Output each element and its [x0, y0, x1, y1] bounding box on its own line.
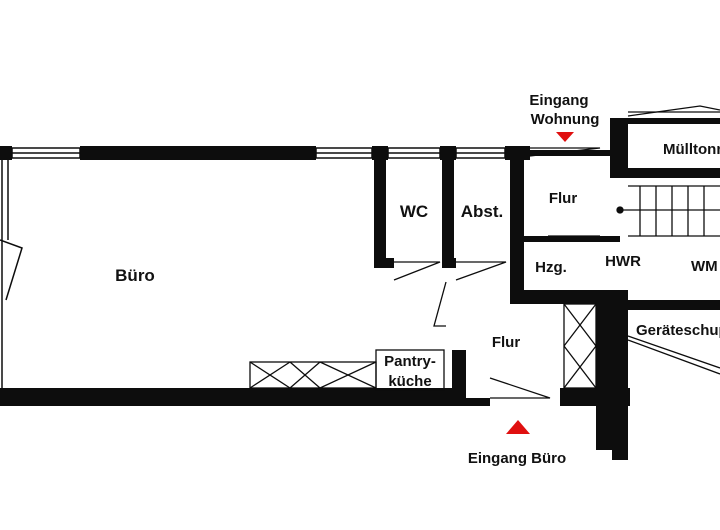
wc-left-wall: [374, 158, 386, 268]
room-label-wm: WM: [691, 258, 718, 275]
room-label-flur-bottom: Flur: [492, 334, 520, 351]
flur-hwr-divider: [524, 236, 620, 242]
top-wall-left: [0, 146, 12, 160]
muell-bottom-wall: [610, 168, 720, 178]
shed-lines: [627, 335, 720, 375]
entrance-label-wohnung-1: Eingang: [529, 92, 588, 109]
bottom-wall: [0, 388, 455, 406]
top-wall-stub-2: [440, 146, 456, 160]
pantry-wall: [452, 350, 466, 402]
muell-top-wall: [610, 118, 720, 124]
muell-roof: [627, 105, 720, 117]
left-side-window: [0, 160, 23, 388]
room-label-flur-top: Flur: [549, 190, 577, 207]
wc-door: [393, 261, 441, 281]
staircase: [616, 185, 720, 237]
cabinet: [563, 303, 597, 389]
entrance-label-buero: Eingang Büro: [468, 450, 566, 467]
top-wall-mid: [80, 146, 316, 160]
room-label-pantry-1: Pantry-: [384, 353, 436, 370]
abst-door: [455, 261, 507, 281]
top-wall-right-stub: [372, 146, 388, 160]
wohnung-entrance-marker: [556, 132, 574, 142]
top-wall-stub-3: [505, 146, 530, 160]
flur-door: [433, 281, 447, 327]
hwr-bottom-wall: [510, 290, 620, 304]
entry-door-wohnung: [529, 147, 601, 157]
doors: [393, 147, 601, 399]
entry-door-buero: [489, 377, 551, 399]
room-label-wc: WC: [400, 202, 428, 221]
wc-bottom-wall: [374, 258, 394, 268]
walls: [0, 118, 720, 460]
room-label-pantry-2: küche: [388, 373, 431, 390]
right-block-inner-2: [628, 300, 720, 310]
room-label-hwr: HWR: [605, 253, 641, 270]
windows: [11, 147, 506, 159]
counter-units: [249, 349, 445, 391]
right-block-inner: [612, 300, 628, 460]
buero-entrance-marker: [506, 420, 530, 434]
bottom-wall-right: [455, 398, 490, 406]
room-label-geraeteschuppen: Geräteschuppen: [636, 322, 720, 339]
entrance-markers: [506, 132, 574, 434]
flur-top-wall: [530, 150, 610, 156]
room-label-buero: Büro: [115, 266, 155, 285]
pantry-box: [375, 349, 445, 391]
room-label-abst: Abst.: [461, 202, 504, 221]
entrance-label-wohnung-2: Wohnung: [531, 111, 600, 128]
muell-left-wall: [610, 118, 628, 178]
wc-abst-divider: [442, 158, 454, 268]
room-label-muelltonnen: Mülltonnen: [663, 141, 720, 158]
abst-right-wall: [510, 158, 524, 304]
abst-bottom-wall: [442, 258, 456, 268]
room-label-hzg: Hzg.: [535, 259, 567, 276]
